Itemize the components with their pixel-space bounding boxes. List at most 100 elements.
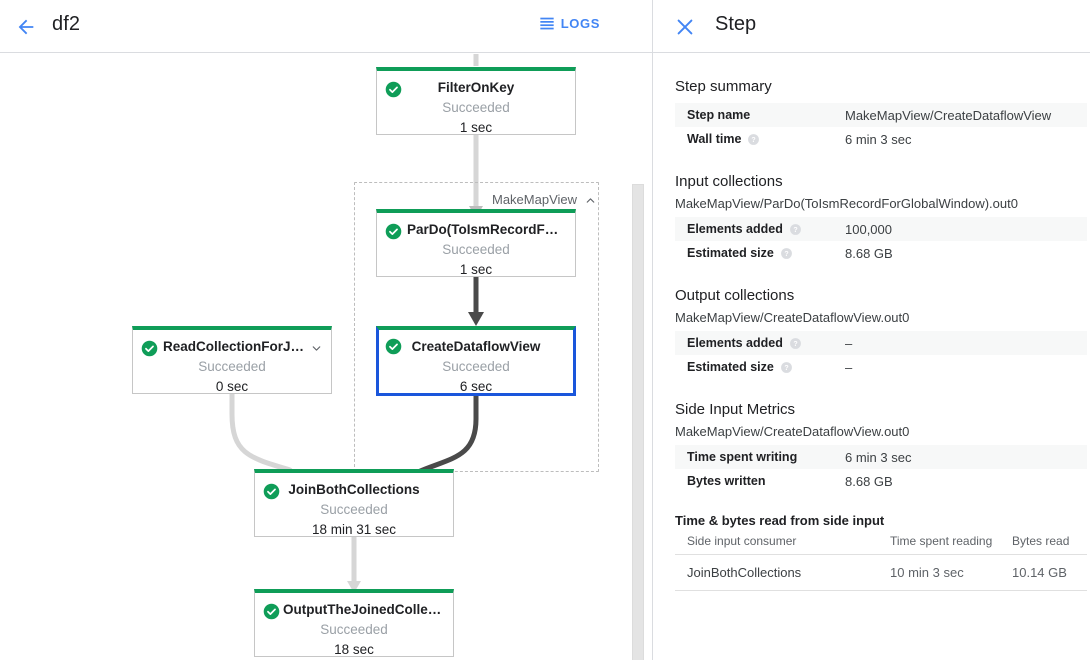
graph-scrollbar-track[interactable] <box>632 54 648 660</box>
step-summary-table: Step name MakeMapView/CreateDataflowView… <box>675 103 1087 151</box>
close-button[interactable] <box>667 9 703 45</box>
row-key-text: Wall time <box>687 131 742 146</box>
graph-node-pardo-toismrecordfor[interactable]: ParDo(ToIsmRecordFor… Succeeded 1 sec <box>376 209 576 277</box>
row-value: MakeMapView/CreateDataflowView <box>845 103 1087 127</box>
input-collection-name: MakeMapView/ParDo(ToIsmRecordForGlobalWi… <box>675 196 1018 211</box>
column-header-consumer: Side input consumer <box>675 530 890 555</box>
node-time: 18 sec <box>334 642 374 657</box>
check-circle-icon <box>385 338 402 355</box>
node-time: 1 sec <box>459 120 493 135</box>
row-key-text: Elements added <box>687 335 783 350</box>
job-graph-canvas[interactable]: MakeMapView FilterOnKey Succeeded 1 sec <box>0 54 652 660</box>
step-panel-body: Step summary Step name MakeMapView/Creat… <box>653 54 1090 660</box>
node-title: ReadCollectionForJoin <box>163 339 311 354</box>
table-row: Bytes written 8.68 GB <box>675 469 1087 493</box>
row-key: Elements added? <box>675 217 845 241</box>
edge-read-join <box>229 382 293 473</box>
cell-consumer: JoinBothCollections <box>675 554 890 591</box>
node-title: OutputTheJoinedCollec… <box>283 602 449 617</box>
page-title: df2 <box>52 13 81 35</box>
svg-text:?: ? <box>793 341 797 348</box>
help-icon[interactable]: ? <box>789 223 802 236</box>
chevron-up-icon[interactable] <box>584 194 597 207</box>
row-value: 100,000 <box>845 217 1087 241</box>
row-key-text: Elements added <box>687 221 783 236</box>
check-circle-icon <box>141 340 158 357</box>
step-panel-header: Step <box>653 0 1090 53</box>
job-graph-pane: df2 LOGS <box>0 0 652 660</box>
graph-scrollbar-thumb[interactable] <box>632 184 644 660</box>
graph-node-read-collection-for-join[interactable]: ReadCollectionForJoin Succeeded 0 sec <box>132 326 332 394</box>
logs-button[interactable]: LOGS <box>539 15 600 31</box>
graph-node-create-dataflow-view[interactable]: CreateDataflowView Succeeded 6 sec <box>376 326 576 396</box>
row-key: Step name <box>675 103 845 127</box>
step-panel-title: Step <box>715 13 757 35</box>
row-value: – <box>845 359 853 375</box>
check-circle-icon <box>263 603 280 620</box>
table-row: Elements added? 100,000 <box>675 217 1087 241</box>
job-header-bar: df2 LOGS <box>0 0 652 53</box>
node-title: FilterOnKey <box>437 80 515 95</box>
logs-label: LOGS <box>560 15 600 31</box>
chevron-down-icon[interactable] <box>310 342 323 355</box>
svg-text:?: ? <box>793 227 797 234</box>
section-heading-input-collections: Input collections <box>675 173 783 190</box>
row-key: Bytes written <box>687 474 766 488</box>
help-icon[interactable]: ? <box>780 361 793 374</box>
node-title: CreateDataflowView <box>411 339 541 354</box>
table-row: Step name MakeMapView/CreateDataflowView <box>675 103 1087 127</box>
step-details-pane: Step Step summary Step name MakeMapView/… <box>653 0 1090 660</box>
node-status: Succeeded <box>320 502 388 517</box>
node-status: Succeeded <box>320 622 388 637</box>
table-row: Time spent writing 6 min 3 sec <box>675 445 1087 469</box>
check-circle-icon <box>385 223 402 240</box>
table-header-row: Side input consumer Time spent reading B… <box>675 530 1087 555</box>
row-value: – <box>845 331 1087 355</box>
check-circle-icon <box>385 81 402 98</box>
row-key: Time spent writing <box>675 445 845 469</box>
check-circle-icon <box>263 483 280 500</box>
row-key-text: Estimated size <box>687 359 774 374</box>
composite-transform-makemapview[interactable] <box>354 182 599 472</box>
input-collections-table: Elements added? 100,000 Estimated size? … <box>675 217 1087 265</box>
table-row: JoinBothCollections 10 min 3 sec 10.14 G… <box>675 554 1087 591</box>
row-key: Estimated size? <box>675 355 845 379</box>
arrow-left-icon <box>18 19 34 35</box>
help-icon[interactable]: ? <box>747 133 760 146</box>
edge-arrow-2 <box>468 312 484 326</box>
close-icon <box>677 19 693 35</box>
section-heading-step-summary: Step summary <box>675 78 772 95</box>
edge-createview-join <box>415 382 479 475</box>
row-key: Estimated size? <box>675 241 845 265</box>
column-header-time: Time spent reading <box>890 530 1012 555</box>
row-key: Elements added? <box>675 331 845 355</box>
graph-node-join-both-collections[interactable]: JoinBothCollections Succeeded 18 min 31 … <box>254 469 454 537</box>
table-row: Estimated size? 8.68 GB <box>675 241 1087 265</box>
node-time: 6 sec <box>459 379 493 394</box>
logs-list-icon <box>540 17 554 30</box>
node-status: Succeeded <box>442 242 510 257</box>
pane-divider <box>652 0 653 660</box>
section-heading-output-collections: Output collections <box>675 287 795 304</box>
graph-edges <box>225 54 484 593</box>
node-status: Succeeded <box>198 359 266 374</box>
graph-node-output-the-joined-collection[interactable]: OutputTheJoinedCollec… Succeeded 18 sec <box>254 589 454 657</box>
table-row: Estimated size? – <box>675 355 1087 379</box>
cell-time: 10 min 3 sec <box>890 554 1012 591</box>
row-key: Wall time? <box>675 127 845 151</box>
composite-label: MakeMapView <box>492 192 578 207</box>
edge-arrow-5 <box>347 581 361 593</box>
help-icon[interactable]: ? <box>780 247 793 260</box>
side-input-metrics-table: Time spent writing 6 min 3 sec Bytes wri… <box>675 445 1087 493</box>
section-heading-side-input-read: Time & bytes read from side input <box>675 513 885 528</box>
section-heading-side-input-metrics: Side Input Metrics <box>675 401 796 418</box>
back-button[interactable] <box>8 9 44 45</box>
help-icon[interactable]: ? <box>789 337 802 350</box>
row-key-text: Estimated size <box>687 245 774 260</box>
svg-text:?: ? <box>784 251 788 258</box>
row-value: 6 min 3 sec <box>845 445 1087 469</box>
row-value: 8.68 GB <box>845 245 893 261</box>
node-time: 1 sec <box>459 262 493 277</box>
graph-node-filter-on-key[interactable]: FilterOnKey Succeeded 1 sec <box>376 67 576 135</box>
